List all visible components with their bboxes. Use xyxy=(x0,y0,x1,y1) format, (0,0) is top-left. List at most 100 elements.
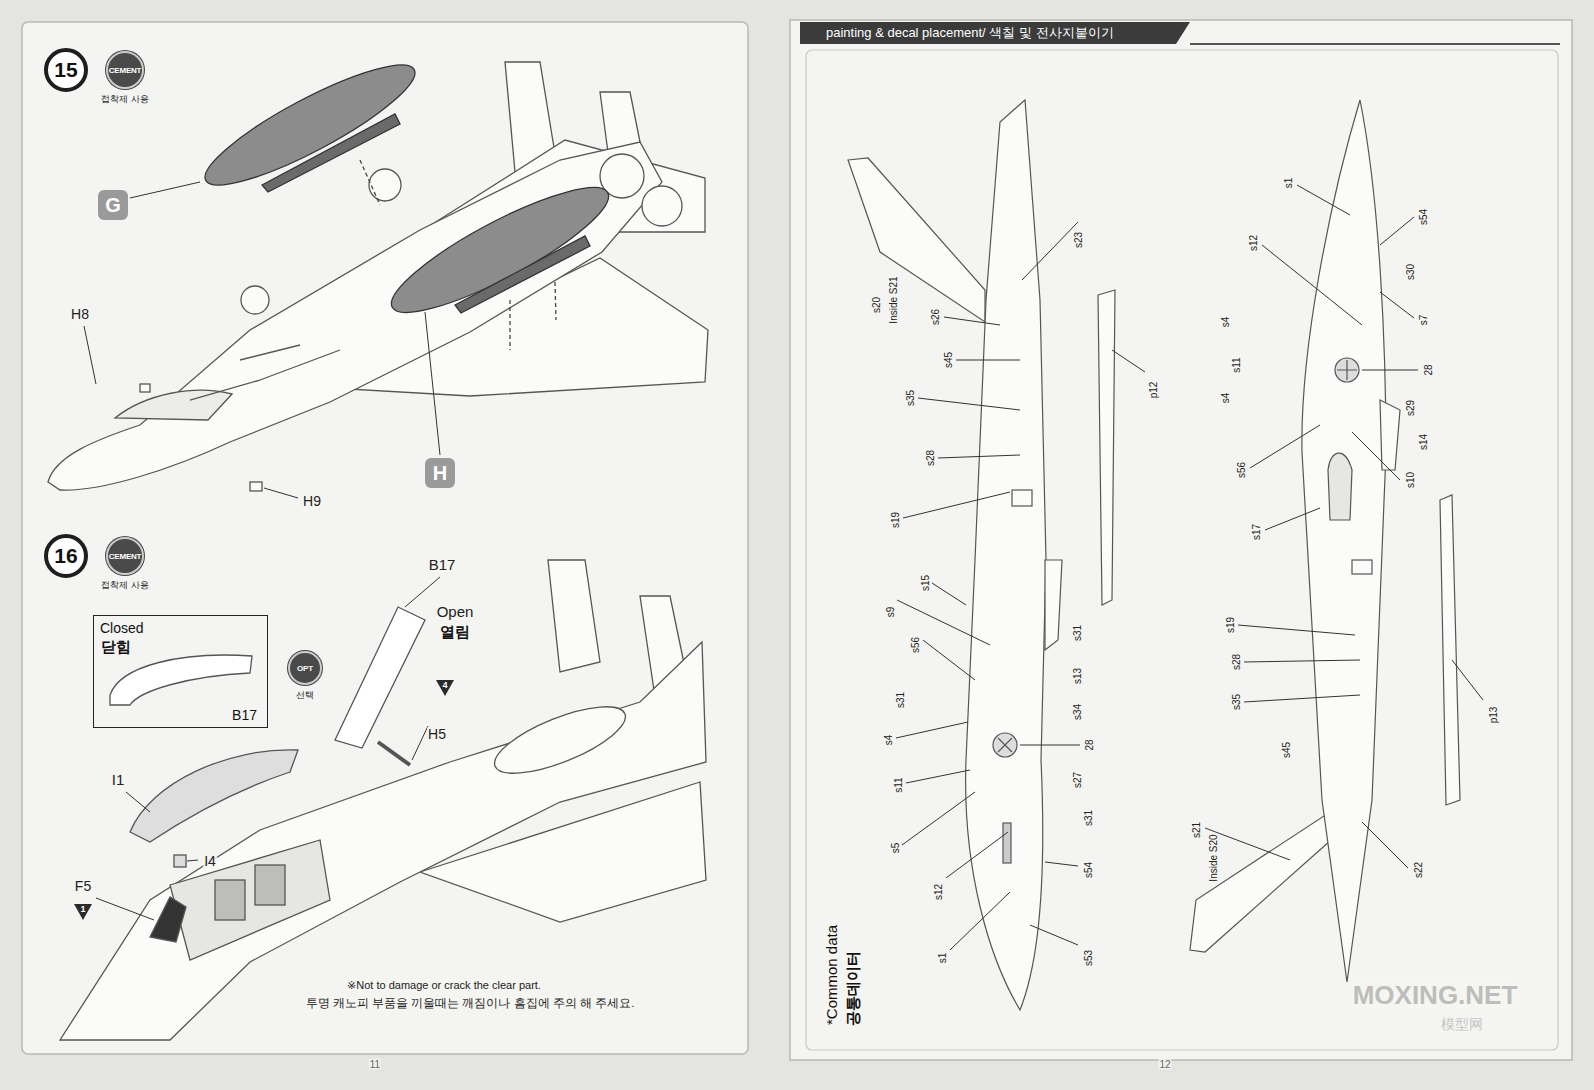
badge-text: OPT xyxy=(297,664,313,673)
decal-callout: s34 xyxy=(1072,703,1083,721)
decal-callout: s31 xyxy=(895,691,906,709)
decal-callout: s35 xyxy=(905,389,916,407)
part-label: B17 xyxy=(428,557,457,574)
page-panels xyxy=(22,20,1572,1060)
decal-callout: s12 xyxy=(1248,234,1259,252)
jet-step15 xyxy=(48,62,708,491)
part-label: 열림 xyxy=(439,624,471,641)
section-header: painting & decal placement/ 색칠 및 전사지붙이기 xyxy=(826,24,1114,42)
badge-text: CEMENT xyxy=(109,66,142,75)
part-label: Open xyxy=(436,604,475,621)
node-tag: H xyxy=(425,458,455,488)
decal-callout: s17 xyxy=(1251,523,1262,541)
decal-callout: s26 xyxy=(930,308,941,326)
option-badge: OPT xyxy=(288,651,322,685)
decal-callout: s45 xyxy=(1281,741,1292,759)
decal-callout: p12 xyxy=(1148,381,1159,400)
step-number: 16 xyxy=(54,544,77,568)
decal-callout: s21 xyxy=(1191,821,1202,839)
node-cement: CEMENT 접착제 사용 xyxy=(95,537,155,595)
decal-callout: s27 xyxy=(1072,771,1083,789)
part-label: ※Not to damage or crack the clear part. xyxy=(346,979,542,991)
part-group-letter: G xyxy=(105,194,121,217)
decal-callout: *Common data xyxy=(824,924,841,1026)
step-reference: 1 xyxy=(80,904,85,920)
decal-callout: s5 xyxy=(890,842,901,855)
part-label: 模型网 xyxy=(1440,1017,1484,1032)
decal-callout: s4 xyxy=(1220,316,1231,329)
decal-callout: Inside S20 xyxy=(1208,833,1219,882)
part-label: 11 xyxy=(369,1059,381,1070)
step-reference: 4 xyxy=(442,680,447,696)
decal-callout: s28 xyxy=(925,449,936,467)
decal-callout: s1 xyxy=(1283,177,1294,190)
node-step: 16 xyxy=(44,534,88,578)
decal-callout: s15 xyxy=(920,574,931,592)
decal-callout: s31 xyxy=(1072,624,1083,642)
badge-caption: 접착제 사용 xyxy=(95,93,155,106)
part-number: B17 xyxy=(232,707,257,723)
node-tri: 4 xyxy=(436,680,454,696)
part-label: F5 xyxy=(74,879,92,894)
part-label: I1 xyxy=(111,772,126,789)
decal-callout: s1 xyxy=(937,952,948,965)
decal-callout: s56 xyxy=(1236,461,1247,479)
decal-callout: s45 xyxy=(943,351,954,369)
leader-lines xyxy=(84,182,1483,950)
decal-callout: s19 xyxy=(890,511,901,529)
decal-callout: s35 xyxy=(1231,693,1242,711)
part-label: I4 xyxy=(203,854,217,869)
part-label: H9 xyxy=(302,494,322,509)
node-step: 15 xyxy=(44,48,88,92)
badge-caption: 선택 xyxy=(278,689,332,702)
decal-callout: s56 xyxy=(910,636,921,654)
decal-callout: s22 xyxy=(1413,861,1424,879)
decal-callout: s31 xyxy=(1083,809,1094,827)
decal-callout: p13 xyxy=(1488,706,1499,725)
inset-title: Closed xyxy=(100,620,144,636)
decal-callout: s28 xyxy=(1231,653,1242,671)
node-tri: 1 xyxy=(74,904,92,920)
decal-callout: s20 xyxy=(871,296,882,314)
cement-badge: CEMENT xyxy=(106,51,144,89)
part-label: 투명 캐노피 부품을 끼울때는 깨짐이나 흠집에 주의 해 주세요. xyxy=(305,997,636,1010)
step-number: 15 xyxy=(54,58,77,82)
decal-callout: s30 xyxy=(1405,263,1416,281)
decal-callout: s29 xyxy=(1405,399,1416,417)
decal-callout: Inside S21 xyxy=(888,275,899,324)
decal-callout: s19 xyxy=(1225,616,1236,634)
decal-callout: s53 xyxy=(1083,949,1094,967)
node-band: painting & decal placement/ 색칠 및 전사지붙이기 xyxy=(800,22,1190,44)
decal-callout: s4 xyxy=(883,734,894,747)
cement-badge: CEMENT xyxy=(106,537,144,575)
jet-topview-right xyxy=(1190,100,1460,982)
part-label: H5 xyxy=(427,727,447,742)
jet-step16 xyxy=(60,560,706,1040)
badge-text: CEMENT xyxy=(109,552,142,561)
badge-caption: 접착제 사용 xyxy=(95,579,155,592)
node-cement: CEMENT 접착제 사용 xyxy=(95,51,155,109)
node-opt: OPT 선택 xyxy=(278,651,332,703)
decal-callout: s12 xyxy=(933,883,944,901)
drop-tanks xyxy=(194,47,621,350)
decal-callout: s11 xyxy=(893,776,904,793)
decal-callout: 28 xyxy=(1423,363,1434,376)
part-label: MOXING.NET xyxy=(1352,981,1519,1010)
decal-callout: s11 xyxy=(1231,356,1242,373)
decal-callout: s4 xyxy=(1220,392,1231,405)
decal-callout: 28 xyxy=(1084,738,1095,751)
decal-callout: s7 xyxy=(1418,314,1429,327)
decal-callout: 공통데이터 xyxy=(845,950,862,1027)
inset-title-ko: 닫힘 xyxy=(101,638,131,657)
decal-callout: s54 xyxy=(1083,861,1094,879)
decal-callout: s54 xyxy=(1418,208,1429,226)
jet-topview-left xyxy=(848,100,1115,1010)
part-group-letter: H xyxy=(433,462,447,485)
decal-callout: s9 xyxy=(885,606,896,619)
part-label: 12 xyxy=(1158,1059,1171,1070)
node-tag: G xyxy=(98,190,128,220)
decal-callout: s13 xyxy=(1072,667,1083,685)
part-label: H8 xyxy=(70,307,90,322)
decal-callout: s10 xyxy=(1405,471,1416,489)
